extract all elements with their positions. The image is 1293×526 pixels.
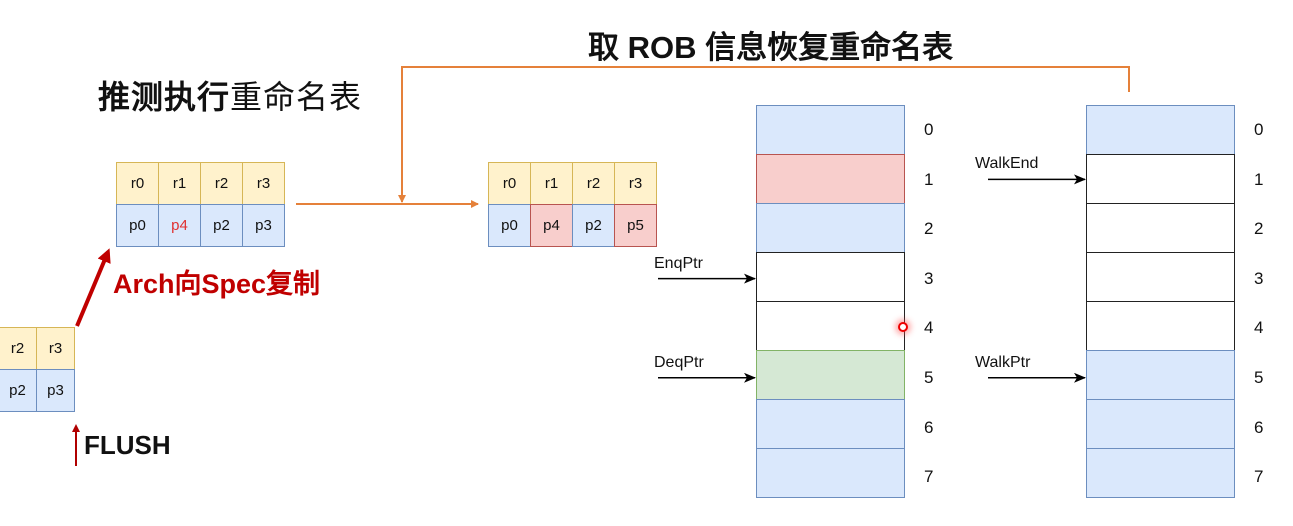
phys-reg-cell: p0: [488, 204, 531, 247]
rob-left: [756, 105, 905, 498]
phys-reg-cell-changed: p4: [158, 204, 201, 247]
spec-title-rest: 重命名表: [230, 79, 363, 115]
arch-reg-cell: r0: [116, 162, 159, 205]
rob-slot-2: [1086, 203, 1235, 253]
phys-reg-cell: p2: [200, 204, 243, 247]
phys-reg-cell: p2: [572, 204, 615, 247]
pointer-label-deqptr: DeqPtr: [654, 353, 704, 371]
rob-slot-5: [1086, 350, 1235, 400]
red-copy-arrow: [75, 248, 111, 327]
phys-reg-cell: p2: [0, 369, 37, 412]
rob-slot-7: [756, 448, 905, 498]
arch-reg-cell: r2: [0, 327, 37, 370]
phys-reg-cell-restored: p5: [614, 204, 657, 247]
arch-to-spec-copy-label: Arch向Spec复制: [113, 269, 321, 299]
rob-slot-2: [756, 203, 905, 253]
spec-title-bold: 推测执行: [98, 79, 231, 115]
rob-restore-title: 取 ROB 信息恢复重命名表: [588, 30, 954, 65]
rob-slot-3: [756, 252, 905, 302]
rob-slot-4: [756, 301, 905, 351]
spec-rename-table-title: 推测执行重命名表: [98, 72, 362, 118]
rob-index-label: 7: [924, 467, 934, 487]
rob-index-label: 1: [924, 169, 934, 189]
rob-slot-7: [1086, 448, 1235, 498]
rob-index-label: 5: [924, 368, 934, 387]
arch-rename-table: r2 r3 p2 p3: [0, 327, 75, 412]
rob-slot-1: [1086, 154, 1235, 204]
flush-label: FLUSH: [84, 430, 171, 460]
rob-index-label: 2: [924, 219, 934, 239]
rob-index-label: 3: [924, 268, 934, 288]
phys-reg-cell: p3: [242, 204, 285, 247]
restored-rename-table: r0 r1 r2 r3 p0 p4 p2 p5: [488, 162, 657, 247]
rob-index-label: 1: [1254, 169, 1264, 189]
rob-index-label: 6: [1254, 417, 1264, 437]
pointer-label-walkend: WalkEnd: [975, 155, 1039, 173]
rob-slot-0: [756, 105, 905, 155]
orange-rob-feedback-line: [398, 66, 1130, 203]
arch-reg-cell: r0: [488, 162, 531, 205]
pointer-label-walkptr: WalkPtr: [975, 353, 1031, 371]
arch-reg-cell: r2: [572, 162, 615, 205]
rob-right: [1086, 105, 1235, 498]
arch-reg-cell: r3: [242, 162, 285, 205]
phys-reg-cell: p0: [116, 204, 159, 247]
rob-index-label: 0: [924, 120, 934, 139]
phys-reg-cell-restored: p4: [530, 204, 573, 247]
rob-index-label: 7: [1254, 467, 1264, 487]
rob-slot-6: [756, 399, 905, 449]
rob-index-label: 2: [1254, 219, 1264, 239]
rob-index-label: 3: [1254, 268, 1264, 288]
pointer-label-enqptr: EnqPtr: [654, 254, 703, 272]
rob-index-label: 4: [1254, 318, 1264, 338]
cursor-indicator: [898, 322, 908, 332]
spec-rename-table: r0 r1 r2 r3 p0 p4 p2 p3: [116, 162, 285, 247]
rob-index-label: 5: [1254, 368, 1264, 387]
rob-index-label: 4: [924, 318, 934, 338]
phys-reg-cell: p3: [36, 369, 75, 412]
rob-index-label: 0: [1254, 120, 1264, 139]
rob-index-label: 6: [924, 417, 934, 437]
